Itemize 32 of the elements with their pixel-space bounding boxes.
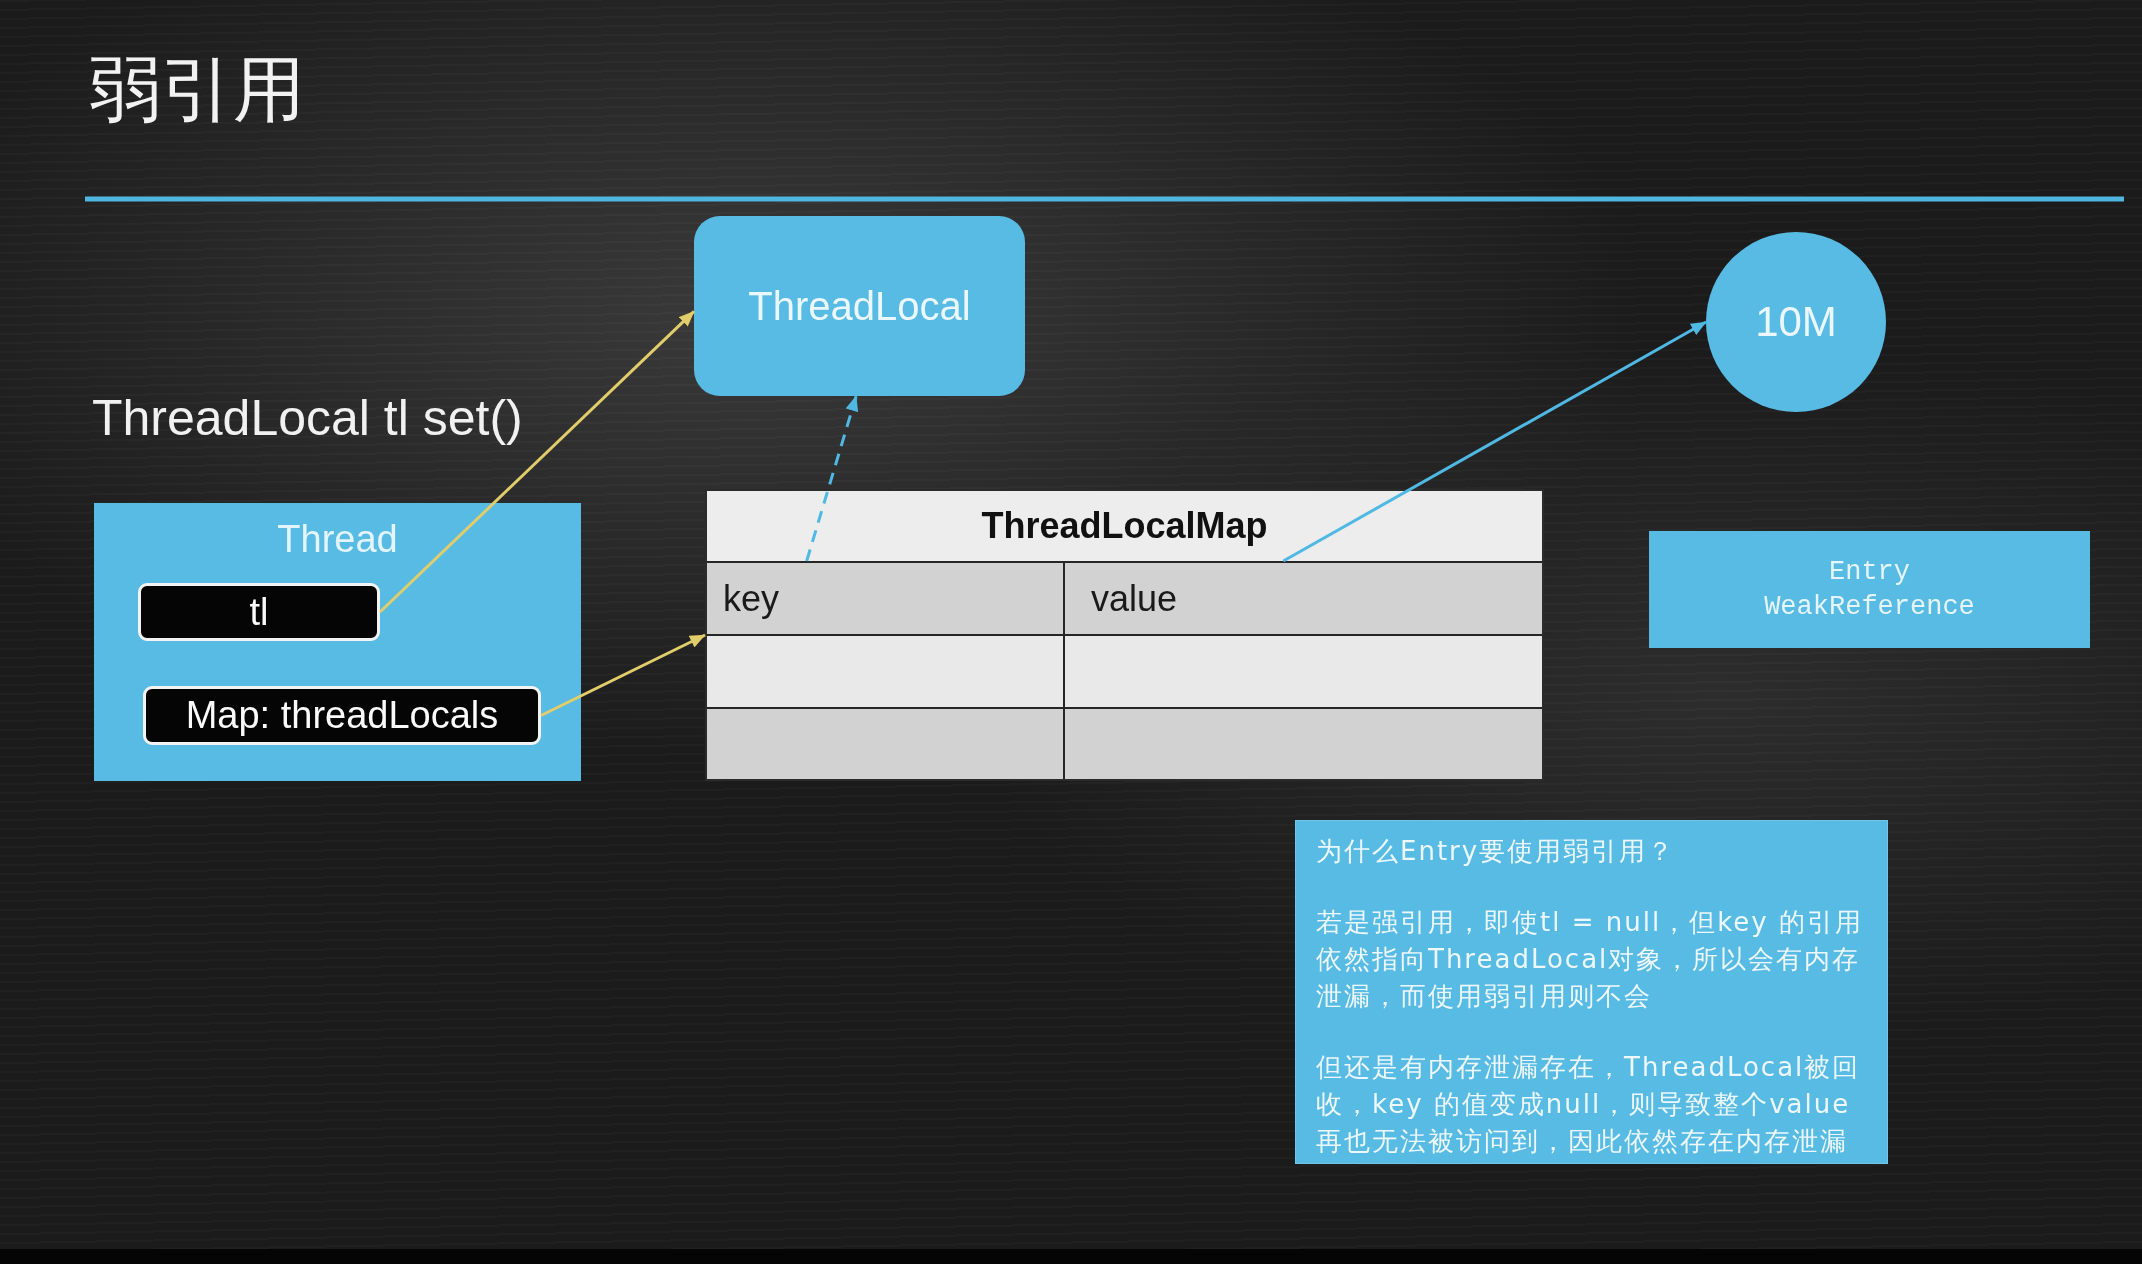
arrow: [378, 310, 696, 614]
table-header: ThreadLocalMap: [981, 504, 1268, 548]
field-label: Map: threadLocals: [185, 694, 499, 737]
class-label: WeakReference: [1764, 590, 1975, 624]
class-label: Entry: [1829, 555, 1910, 589]
cell-label: value: [1091, 577, 1178, 620]
note-box: [1295, 820, 1888, 1164]
slide-title: 弱引用: [89, 46, 305, 133]
note-paragraph: 若是强引用，即使tl = null，但key 的引用依然指向ThreadLocal对象，所以会有内存泄漏，而使用弱引用则不会: [1316, 906, 1864, 1013]
class-box: [1649, 531, 2090, 648]
thread-box: [94, 503, 581, 781]
statement-text: ThreadLocal tl set(): [92, 390, 523, 448]
arrow: [1282, 320, 1707, 563]
table-cell: [1063, 707, 1542, 779]
note-heading: 为什么Entry要使用弱引用？: [1316, 835, 1676, 868]
object-label: ThreadLocal: [748, 283, 971, 329]
table-cell: [707, 634, 1063, 707]
object-label: 10M: [1755, 298, 1837, 346]
table-cell: [1063, 634, 1542, 707]
table-cell: [707, 707, 1063, 779]
table-cell: [1063, 561, 1542, 634]
map-table: [705, 489, 1544, 781]
field-box: [143, 686, 541, 745]
table-cell: [707, 561, 1063, 634]
field-label: tl: [249, 590, 269, 634]
object-box: [694, 216, 1025, 396]
field-box: [138, 583, 380, 641]
box-heading: Thread: [277, 519, 398, 561]
arrow: [540, 633, 706, 717]
dashed-arrow: [805, 395, 859, 562]
note-paragraph: 但还是有内存泄漏存在，ThreadLocal被回收，key 的值变成null，则导致整个value再也无法被访问到，因此依然存在内存泄漏: [1316, 1051, 1862, 1158]
cell-label: key: [723, 577, 780, 620]
